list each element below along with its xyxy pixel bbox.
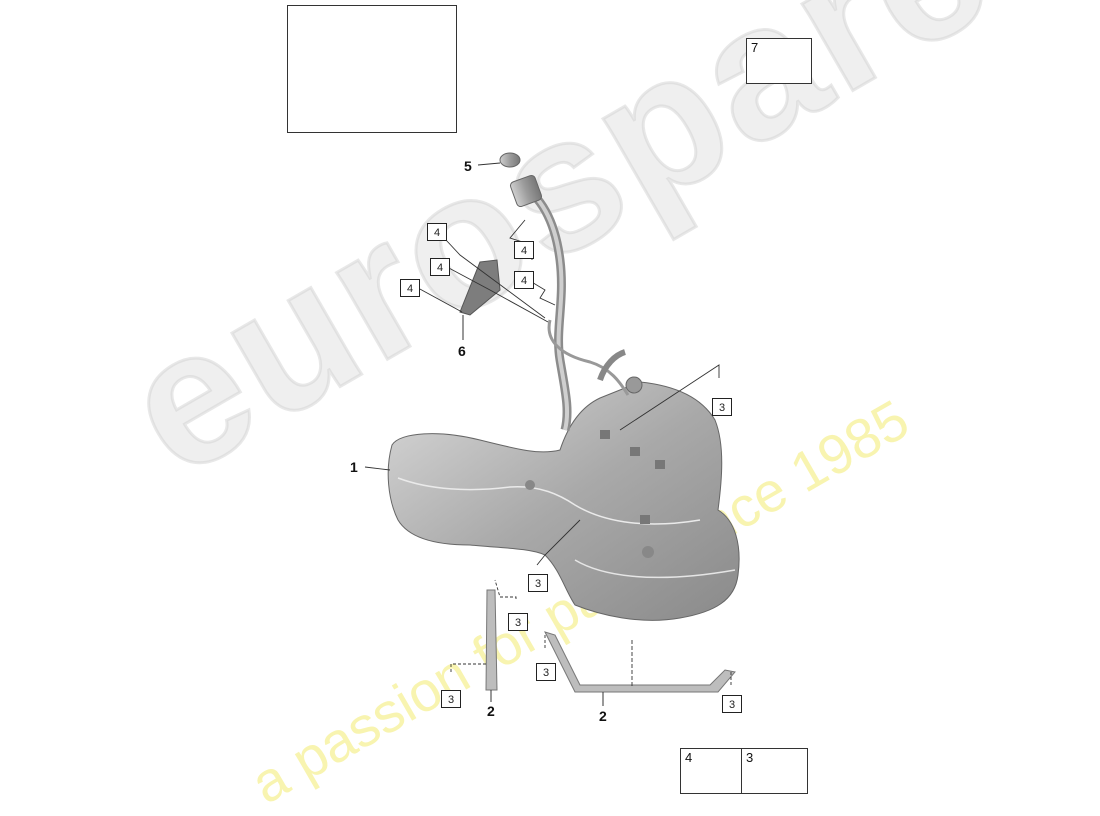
callout-box[interactable]: 4 (514, 241, 534, 259)
part-label-strap-left[interactable]: 2 (487, 703, 495, 719)
vehicle-thumbnail[interactable] (287, 5, 457, 133)
hardware-number: 4 (685, 750, 693, 765)
part-label-fuel-tank[interactable]: 1 (350, 459, 358, 475)
part-label-bracket[interactable]: 6 (458, 343, 466, 359)
tank-strap-right (544, 631, 736, 706)
callout-box[interactable]: 3 (508, 613, 528, 631)
callout-box[interactable]: 3 (712, 398, 732, 416)
callout-box[interactable]: 3 (722, 695, 742, 713)
tank-strap-left (485, 589, 498, 702)
accessory-number: 7 (751, 40, 759, 55)
filler-cap (477, 152, 521, 168)
callout-box[interactable]: 4 (430, 258, 450, 276)
callout-box[interactable]: 4 (400, 279, 420, 297)
part-label-strap-right[interactable]: 2 (599, 708, 607, 724)
hardware-box-3[interactable]: 3 (741, 748, 808, 794)
callout-box[interactable]: 4 (514, 271, 534, 289)
callout-box[interactable]: 3 (441, 690, 461, 708)
mounting-bracket (459, 259, 501, 340)
filler-neck (509, 174, 643, 432)
callout-box[interactable]: 3 (528, 574, 548, 592)
part-label-filler-cap[interactable]: 5 (464, 158, 472, 174)
callout-box[interactable]: 4 (427, 223, 447, 241)
hardware-number: 3 (746, 750, 754, 765)
accessory-box-7[interactable]: 7 (746, 38, 812, 84)
hardware-box-4[interactable]: 4 (680, 748, 742, 794)
fuel-tank (387, 381, 740, 621)
callout-box[interactable]: 3 (536, 663, 556, 681)
